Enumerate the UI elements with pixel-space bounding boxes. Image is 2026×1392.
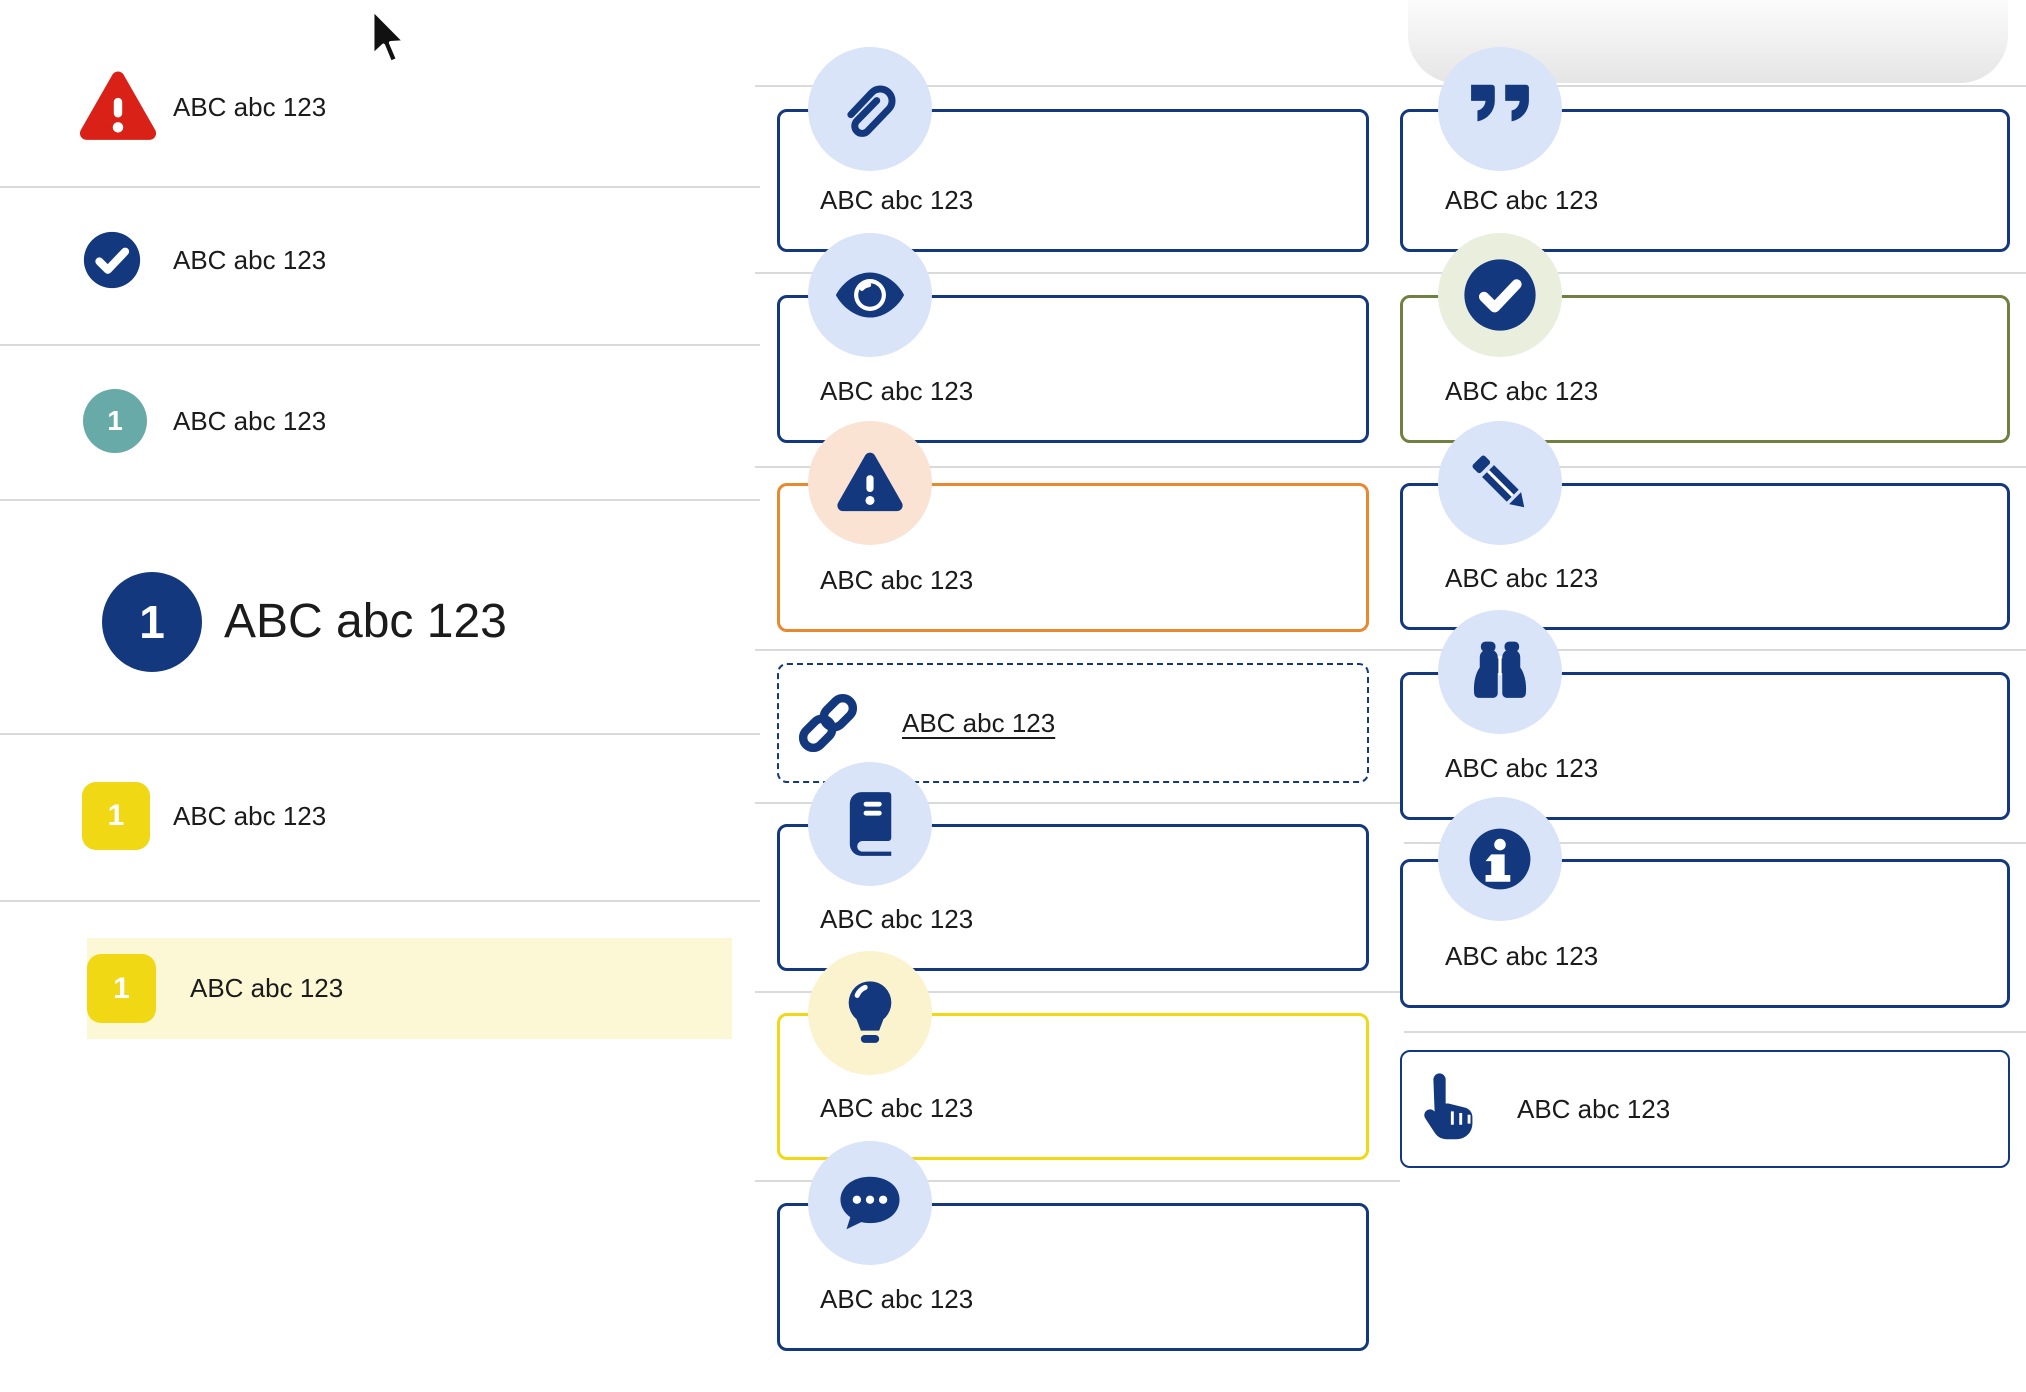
binoculars-icon (1464, 636, 1536, 708)
check-circle-icon (82, 230, 142, 290)
badge-number: 1 (107, 799, 125, 832)
right-callout-box-1 (1400, 109, 2010, 252)
list-item-label: ABC abc 123 (173, 245, 327, 275)
list-divider (755, 466, 2026, 468)
badge-number: 1 (113, 971, 130, 1005)
list-divider (0, 186, 760, 188)
list-divider (755, 85, 2026, 87)
list-item-label: ABC abc 123 (173, 801, 327, 831)
badge-number: 1 (107, 405, 123, 436)
paperclip-icon (834, 73, 906, 145)
lightbulb-icon (831, 974, 909, 1052)
list-divider (0, 733, 760, 735)
callout-link[interactable]: ABC abc 123 (902, 708, 1056, 738)
chat-dots-icon (835, 1168, 905, 1238)
warning-triangle-icon (76, 65, 160, 149)
number-badge-icon: 1 (87, 954, 156, 1023)
callout-text: ABC abc 123 (1445, 941, 1599, 971)
list-divider (755, 649, 2026, 651)
list-divider (755, 802, 1400, 804)
callout-icon-badge (1438, 797, 1562, 921)
callout-icon-badge (1438, 47, 1562, 171)
callout-text: ABC abc 123 (820, 376, 974, 406)
pointing-hand-icon (1420, 1072, 1478, 1144)
book-icon (836, 790, 904, 858)
callout-icon-badge (808, 47, 932, 171)
quote-icon (1463, 72, 1537, 146)
callout-icon-badge (1438, 421, 1562, 545)
callout-text: ABC abc 123 (1517, 1094, 1671, 1124)
callout-icon-badge (808, 951, 932, 1075)
callout-text: ABC abc 123 (820, 185, 974, 215)
callout-icon-badge (808, 421, 932, 545)
eye-icon (833, 258, 907, 332)
selected-row-highlight (87, 938, 732, 1039)
callout-icon-badge (1438, 233, 1562, 357)
middle-callout-box-2 (777, 295, 1369, 443)
callout-text: ABC abc 123 (1445, 376, 1599, 406)
list-item-label: ABC abc 123 (173, 92, 327, 122)
check-circle-icon (1462, 257, 1538, 333)
callout-icon-badge (808, 1141, 932, 1265)
callout-text: ABC abc 123 (1445, 753, 1599, 783)
list-divider (1404, 842, 2026, 844)
callout-icon-badge (808, 233, 932, 357)
cursor-arrow-icon (368, 6, 408, 68)
callout-text: ABC abc 123 (820, 565, 974, 595)
right-callout-box-6 (1400, 1050, 2010, 1168)
list-divider (755, 991, 1400, 993)
callout-text: ABC abc 123 (820, 1284, 974, 1314)
list-item-label: ABC abc 123 (190, 973, 344, 1003)
info-icon (1467, 826, 1533, 892)
list-divider (1404, 1031, 2026, 1033)
list-divider (0, 900, 760, 902)
list-divider (755, 272, 2026, 274)
list-item-label: ABC abc 123 (173, 406, 327, 436)
link-icon (792, 687, 864, 759)
callout-icon-badge (808, 762, 932, 886)
pencil-icon (1464, 447, 1536, 519)
warning-triangle-icon (834, 447, 906, 519)
number-badge-icon: 1 (82, 782, 150, 850)
list-divider (755, 1180, 1400, 1182)
number-badge-icon: 1 (83, 389, 147, 453)
list-divider (0, 499, 760, 501)
callout-text: ABC abc 123 (1445, 185, 1599, 215)
callout-text: ABC abc 123 (1445, 563, 1599, 593)
list-divider (0, 344, 760, 346)
callout-text: ABC abc 123 (820, 904, 974, 934)
callout-icon-badge (1438, 610, 1562, 734)
number-badge-icon: 1 (102, 572, 202, 672)
list-item-label: ABC abc 123 (224, 595, 507, 648)
callout-text: ABC abc 123 (820, 1093, 974, 1123)
badge-number: 1 (139, 596, 165, 648)
